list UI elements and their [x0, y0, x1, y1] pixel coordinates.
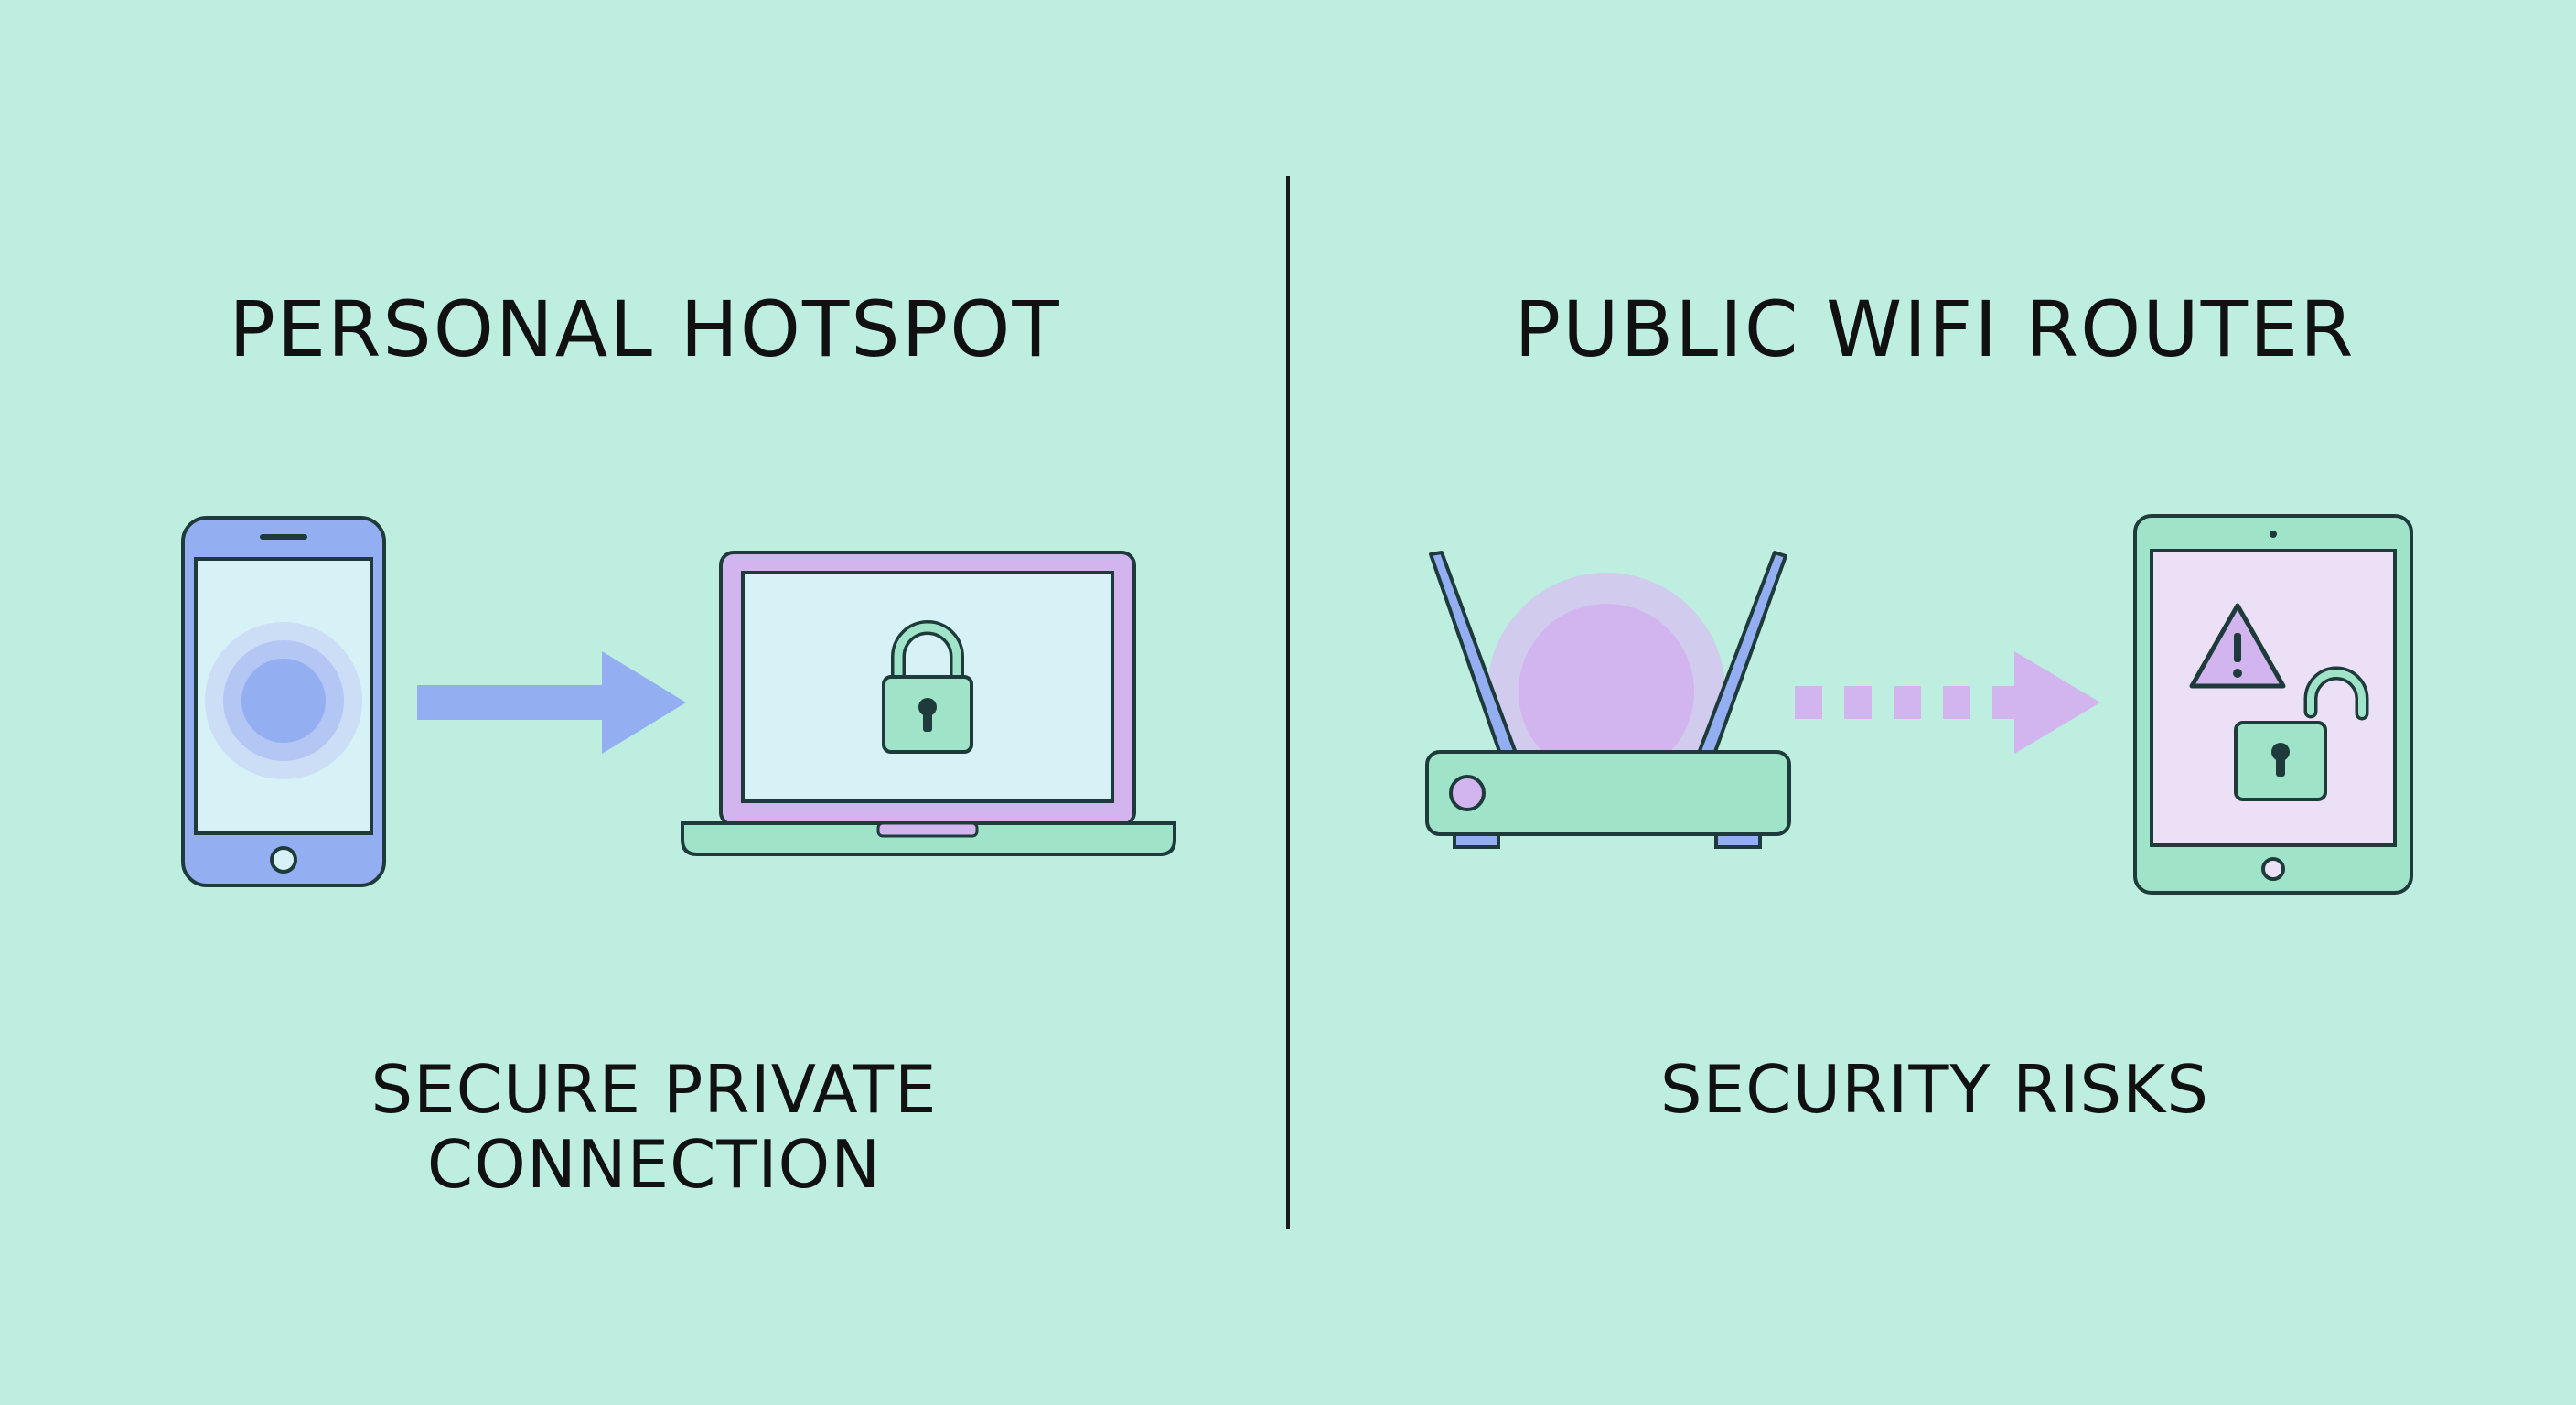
router-icon — [1425, 551, 1791, 849]
dashed-arrow-right-icon — [1795, 651, 2100, 754]
lock-closed-icon — [882, 620, 973, 754]
caption-line-1: SECURE PRIVATE — [370, 1051, 938, 1128]
caption-line-2: CONNECTION — [426, 1126, 882, 1203]
personal-hotspot-title: PERSONAL HOTSPOT — [229, 284, 1061, 374]
laptop-icon — [681, 551, 1176, 856]
panel-divider — [1286, 176, 1290, 1229]
security-risks-caption: SECURITY RISKS — [1659, 1051, 2210, 1128]
warning-icon — [2189, 603, 2286, 689]
public-wifi-router-title: PUBLIC WIFI ROUTER — [1514, 284, 2356, 374]
tablet-icon — [2133, 514, 2413, 895]
smartphone-icon — [181, 516, 386, 887]
secure-private-connection-caption: SECURE PRIVATE CONNECTION — [229, 1052, 1079, 1202]
lock-open-icon — [2234, 666, 2369, 801]
arrow-right-icon — [417, 651, 686, 754]
